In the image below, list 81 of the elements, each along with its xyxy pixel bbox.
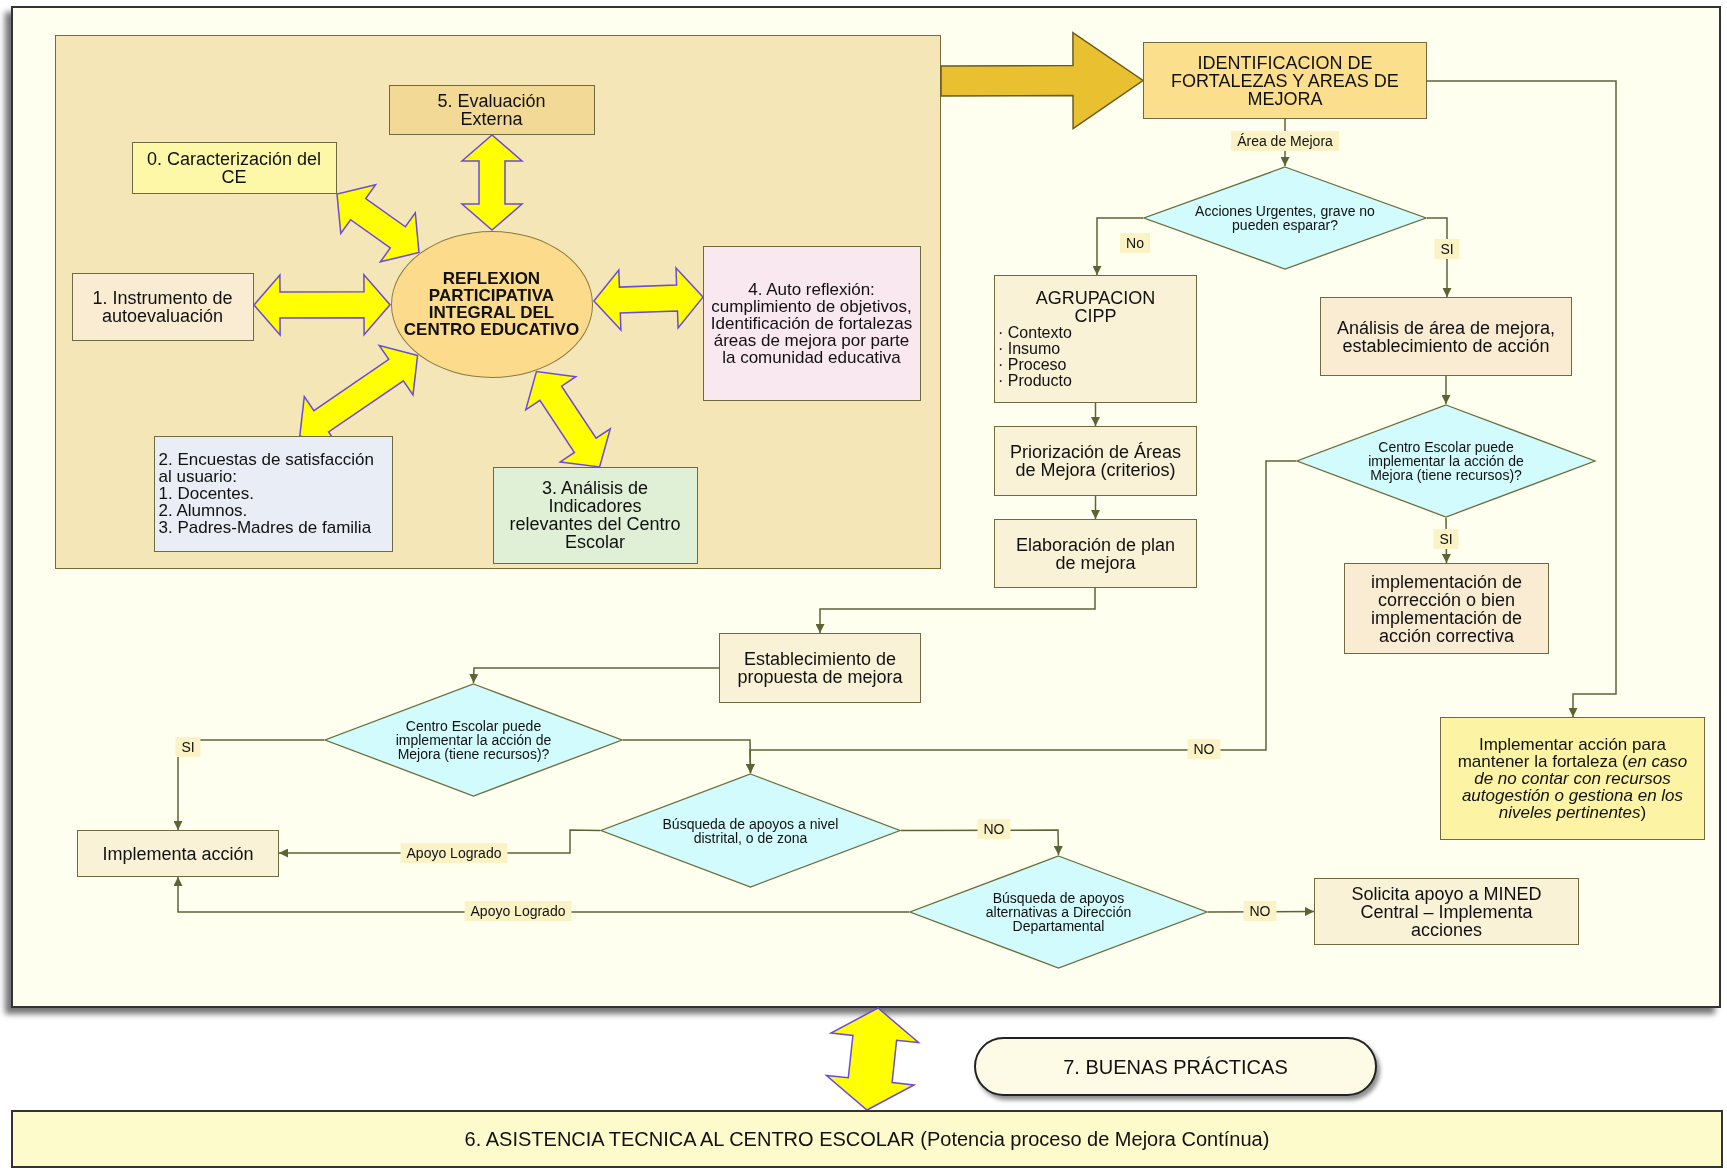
- banner-box: [11, 1110, 1723, 1168]
- edge-label: SI: [1434, 239, 1460, 259]
- process-box: [994, 426, 1197, 496]
- box-text: implementación de corrección o bien implementación de acción correctiva: [1369, 572, 1524, 645]
- process-box: [71, 272, 254, 341]
- box-text: 7. BUENAS PRÁCTICAS: [1062, 1056, 1289, 1077]
- box-text: Análisis de área de mejora, establecimiento de acción: [1335, 318, 1557, 355]
- process-box: [1143, 42, 1427, 119]
- process-box: [1440, 717, 1705, 840]
- question-text: Centro Escolar puede implementar la acción de Mejora (tiene recursos)?: [394, 719, 553, 761]
- decision-diamond: [600, 773, 901, 888]
- process-box: [77, 830, 279, 877]
- process-box: [388, 84, 595, 135]
- edge-label: NO: [1243, 901, 1277, 921]
- decision-diamond: [324, 683, 623, 797]
- box-text: 6. ASISTENCIA TECNICA AL CENTRO ESCOLAR (Potencia proceso de Mejora Contínua): [463, 1129, 1271, 1149]
- arrow: [1091, 495, 1100, 520]
- box-text: 0. Caracterización del CE: [145, 149, 323, 186]
- block-arrow: [336, 183, 420, 263]
- block-arrow: [460, 134, 524, 231]
- arrow: [1092, 217, 1144, 276]
- process-box: [492, 466, 698, 564]
- decision-diamond: [1143, 166, 1427, 270]
- block-arrow: [524, 370, 612, 468]
- question-text: Búsqueda de apoyos a nivel distrital, o de zona: [661, 816, 840, 845]
- group-panel: [55, 35, 941, 569]
- block-arrow: [253, 272, 391, 337]
- process-box: [702, 245, 921, 401]
- process-box: [719, 633, 921, 703]
- edge-label: SI: [1433, 529, 1459, 549]
- edge-label: NO: [1187, 739, 1221, 759]
- box-text: Solicita apoyo a MINED Central – Implementa acciones: [1350, 884, 1543, 939]
- arrow: [1441, 375, 1451, 405]
- box-text: Elaboración de plan de mejora: [1014, 535, 1177, 572]
- box-text: · Contexto: [997, 325, 1073, 341]
- rounded-label: [974, 1037, 1377, 1096]
- edge-label: No: [1120, 233, 1150, 253]
- box-text: · Proceso: [997, 357, 1068, 373]
- box-text: Implementar acción para mantener la fortaleza (en caso de no contar con recursos autogestión o gestiona en los niveles pertinentes): [1456, 736, 1689, 821]
- process-box: [994, 519, 1197, 588]
- box-text: · Producto: [997, 373, 1073, 389]
- box-text: 3. Padres-Madres de familia: [158, 519, 372, 536]
- box-text: · Insumo: [997, 341, 1062, 357]
- edge-label: Apoyo Logrado: [400, 843, 508, 863]
- box-text: 4. Auto reflexión: cumplimiento de objetivos, Identificación de fortalezas áreas de mejora por parte la comunidad educativa: [709, 280, 914, 366]
- frame-panel: [11, 6, 1721, 1008]
- block-arrow: [592, 266, 704, 332]
- block-arrow: [824, 1007, 921, 1111]
- process-box: [153, 435, 393, 552]
- box-text: 3. Análisis de Indicadores relevantes del Centro Escolar: [508, 479, 682, 551]
- block-arrow: [940, 31, 1145, 131]
- process-box: [994, 275, 1197, 403]
- box-text: Establecimiento de propuesta de mejora: [736, 650, 904, 686]
- box-text: AGRUPACION CIPP: [1034, 289, 1157, 325]
- process-box: [1344, 563, 1549, 654]
- question-text: Acciones Urgentes, grave no pueden esparar?: [1194, 204, 1376, 232]
- box-text: IDENTIFICACION DE FORTALEZAS Y AREAS DE MEJORA: [1170, 53, 1400, 108]
- process-box: [1320, 297, 1572, 376]
- box-text: 2. Encuestas de satisfacción al usuario:: [158, 451, 375, 485]
- edge-label: SI: [175, 737, 201, 757]
- arrow: [622, 739, 755, 774]
- box-text: Implementa acción: [101, 844, 255, 863]
- box-text: 5. Evaluación Externa: [436, 91, 547, 128]
- arrow: [1426, 80, 1617, 718]
- question-text: Centro Escolar puede implementar la acción de Mejora (tiene recursos)?: [1367, 440, 1525, 482]
- box-text: REFLEXION PARTICIPATIVA INTEGRAL DEL CENTRO EDUCATIVO: [402, 270, 581, 338]
- decision-diamond: [1296, 404, 1596, 518]
- process-box: [131, 141, 337, 194]
- box-text: 1. Docentes.: [158, 485, 254, 502]
- edge-label: Área de Mejora: [1231, 131, 1339, 151]
- process-box: [1314, 878, 1579, 945]
- box-text: Priorización de Áreas de Mejora (criterios): [1008, 443, 1183, 479]
- arrow: [1091, 402, 1100, 427]
- edge-label: NO: [977, 819, 1011, 839]
- box-text: 2. Alumnos.: [158, 502, 248, 519]
- question-text: Búsqueda de apoyos alternativas a Dirección Departamental: [984, 891, 1133, 933]
- arrow: [815, 587, 1096, 634]
- edge-label: Apoyo Logrado: [464, 901, 572, 921]
- box-text: 1. Instrumento de autoevaluación: [91, 288, 234, 325]
- decision-diamond: [909, 855, 1208, 969]
- arrow: [469, 667, 720, 684]
